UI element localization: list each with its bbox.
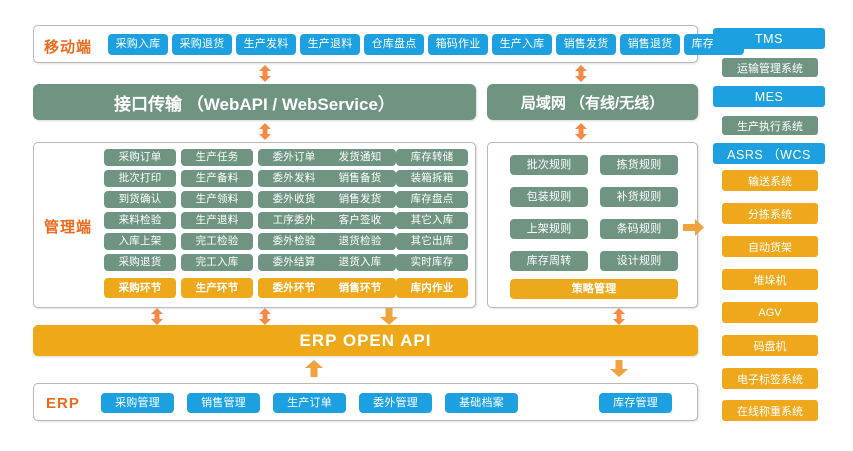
mgmt-c4-footer[interactable]: 销售环节 <box>324 278 396 298</box>
double-arrow-vertical-icon <box>610 308 628 325</box>
mobile-button-3[interactable]: 生产发料 <box>236 34 296 55</box>
mgmt-c1-item-4[interactable]: 来料检验 <box>104 212 176 229</box>
mgmt-c3-item-1[interactable]: 委外订单 <box>258 149 330 166</box>
double-arrow-vertical-icon <box>256 123 274 140</box>
right-item-palletizer[interactable]: 码盘机 <box>722 335 818 356</box>
mgmt-c2-item-1[interactable]: 生产任务 <box>181 149 253 166</box>
double-arrow-vertical-icon <box>148 308 166 325</box>
mgmt-c4-item-6[interactable]: 退货入库 <box>324 254 396 271</box>
mgmt-c4-item-4[interactable]: 客户签收 <box>324 212 396 229</box>
arrow-down-icon <box>610 360 628 377</box>
rule-design[interactable]: 设计规则 <box>600 251 678 271</box>
mgmt-c4-item-1[interactable]: 发货通知 <box>324 149 396 166</box>
mgmt-c3-item-5[interactable]: 委外检验 <box>258 233 330 250</box>
interface-transport-band: 接口传输 （WebAPI / WebService） <box>33 84 476 120</box>
management-terminal-label: 管理端 <box>44 219 93 236</box>
mgmt-c2-item-4[interactable]: 生产退料 <box>181 212 253 229</box>
rule-barcode[interactable]: 条码规则 <box>600 219 678 239</box>
right-sub-mes: 生产执行系统 <box>722 116 818 135</box>
mgmt-c3-item-2[interactable]: 委外发料 <box>258 170 330 187</box>
right-head-tms[interactable]: TMS <box>713 28 825 49</box>
erp-button-inventory[interactable]: 库存管理 <box>599 393 672 413</box>
rule-packaging[interactable]: 包装规则 <box>510 187 588 207</box>
mobile-button-7[interactable]: 生产入库 <box>492 34 552 55</box>
right-item-sorting[interactable]: 分拣系统 <box>722 203 818 224</box>
mgmt-c2-item-3[interactable]: 生产领料 <box>181 191 253 208</box>
mobile-button-4[interactable]: 生产退料 <box>300 34 360 55</box>
mgmt-c5-item-4[interactable]: 其它入库 <box>396 212 468 229</box>
mgmt-c3-item-3[interactable]: 委外收货 <box>258 191 330 208</box>
right-item-weighing[interactable]: 在线称重系统 <box>722 400 818 421</box>
mgmt-c4-item-5[interactable]: 退货检验 <box>324 233 396 250</box>
mgmt-c1-item-6[interactable]: 采购退货 <box>104 254 176 271</box>
mobile-button-1[interactable]: 采购入库 <box>108 34 168 55</box>
mgmt-c5-footer[interactable]: 库内作业 <box>396 278 468 298</box>
erp-row: ERP 采购管理 销售管理 生产订单 委外管理 基础档案 库存管理 <box>33 383 698 421</box>
mobile-terminal-row: 移动端 采购入库 采购退货 生产发料 生产退料 仓库盘点 箱码作业 生产入库 销… <box>33 25 744 63</box>
right-item-auto-rack[interactable]: 自动货架 <box>722 236 818 257</box>
right-item-agv[interactable]: AGV <box>722 302 818 323</box>
mgmt-c5-item-6[interactable]: 实时库存 <box>396 254 468 271</box>
mobile-button-5[interactable]: 仓库盘点 <box>364 34 424 55</box>
mgmt-c2-item-5[interactable]: 完工检验 <box>181 233 253 250</box>
rule-replenish[interactable]: 补货规则 <box>600 187 678 207</box>
erp-button-production[interactable]: 生产订单 <box>273 393 346 413</box>
mobile-button-6[interactable]: 箱码作业 <box>428 34 488 55</box>
right-head-asrs[interactable]: ASRS （WCS <box>713 143 825 164</box>
mobile-button-9[interactable]: 销售退货 <box>620 34 680 55</box>
erp-button-purchase[interactable]: 采购管理 <box>101 393 174 413</box>
erp-button-basic-data[interactable]: 基础档案 <box>445 393 518 413</box>
right-item-conveyor[interactable]: 输送系统 <box>722 170 818 191</box>
right-head-mes[interactable]: MES <box>713 86 825 107</box>
mgmt-c1-item-1[interactable]: 采购订单 <box>104 149 176 166</box>
erp-button-outsource[interactable]: 委外管理 <box>359 393 432 413</box>
mgmt-c4-item-2[interactable]: 销售备货 <box>324 170 396 187</box>
management-terminal-panel: 管理端 采购订单 批次打印 到货确认 来料检验 入库上架 采购退货 采购环节 生… <box>33 142 476 308</box>
mgmt-c5-item-1[interactable]: 库存转储 <box>396 149 468 166</box>
mgmt-c5-item-5[interactable]: 其它出库 <box>396 233 468 250</box>
mgmt-c1-item-2[interactable]: 批次打印 <box>104 170 176 187</box>
mgmt-c5-item-2[interactable]: 装箱拆箱 <box>396 170 468 187</box>
rule-picking[interactable]: 拣货规则 <box>600 155 678 175</box>
right-item-e-label[interactable]: 电子标签系统 <box>722 368 818 389</box>
mobile-terminal-label: 移动端 <box>44 39 93 56</box>
rule-turnover[interactable]: 库存周转 <box>510 251 588 271</box>
mgmt-c2-item-2[interactable]: 生产备料 <box>181 170 253 187</box>
rule-batch[interactable]: 批次规则 <box>510 155 588 175</box>
mgmt-c3-footer[interactable]: 委外环节 <box>258 278 330 298</box>
rule-putaway[interactable]: 上架规则 <box>510 219 588 239</box>
mgmt-c1-footer[interactable]: 采购环节 <box>104 278 176 298</box>
arrow-right-icon <box>683 219 704 236</box>
mgmt-c3-item-6[interactable]: 委外结算 <box>258 254 330 271</box>
right-sub-tms: 运输管理系统 <box>722 58 818 77</box>
double-arrow-vertical-icon <box>256 65 274 82</box>
mgmt-c5-item-3[interactable]: 库存盘点 <box>396 191 468 208</box>
arrow-down-icon <box>380 308 398 325</box>
mobile-button-2[interactable]: 采购退货 <box>172 34 232 55</box>
double-arrow-vertical-icon <box>572 65 590 82</box>
mgmt-c3-item-4[interactable]: 工序委外 <box>258 212 330 229</box>
erp-open-api-band: ERP OPEN API <box>33 325 698 356</box>
mgmt-c1-item-3[interactable]: 到货确认 <box>104 191 176 208</box>
mgmt-c1-item-5[interactable]: 入库上架 <box>104 233 176 250</box>
erp-label: ERP <box>46 395 80 412</box>
double-arrow-vertical-icon <box>256 308 274 325</box>
lan-band: 局域网 （有线/无线） <box>487 84 698 120</box>
mobile-button-8[interactable]: 销售发货 <box>556 34 616 55</box>
arrow-up-icon <box>305 360 323 377</box>
strategy-management-footer[interactable]: 策略管理 <box>510 279 678 299</box>
double-arrow-vertical-icon <box>572 123 590 140</box>
erp-button-sales[interactable]: 销售管理 <box>187 393 260 413</box>
mgmt-c4-item-3[interactable]: 销售发货 <box>324 191 396 208</box>
right-item-stacker[interactable]: 堆垛机 <box>722 269 818 290</box>
mgmt-c2-footer[interactable]: 生产环节 <box>181 278 253 298</box>
strategy-rules-panel: 批次规则 拣货规则 包装规则 补货规则 上架规则 条码规则 库存周转 设计规则 … <box>487 142 698 308</box>
mgmt-c2-item-6[interactable]: 完工入库 <box>181 254 253 271</box>
